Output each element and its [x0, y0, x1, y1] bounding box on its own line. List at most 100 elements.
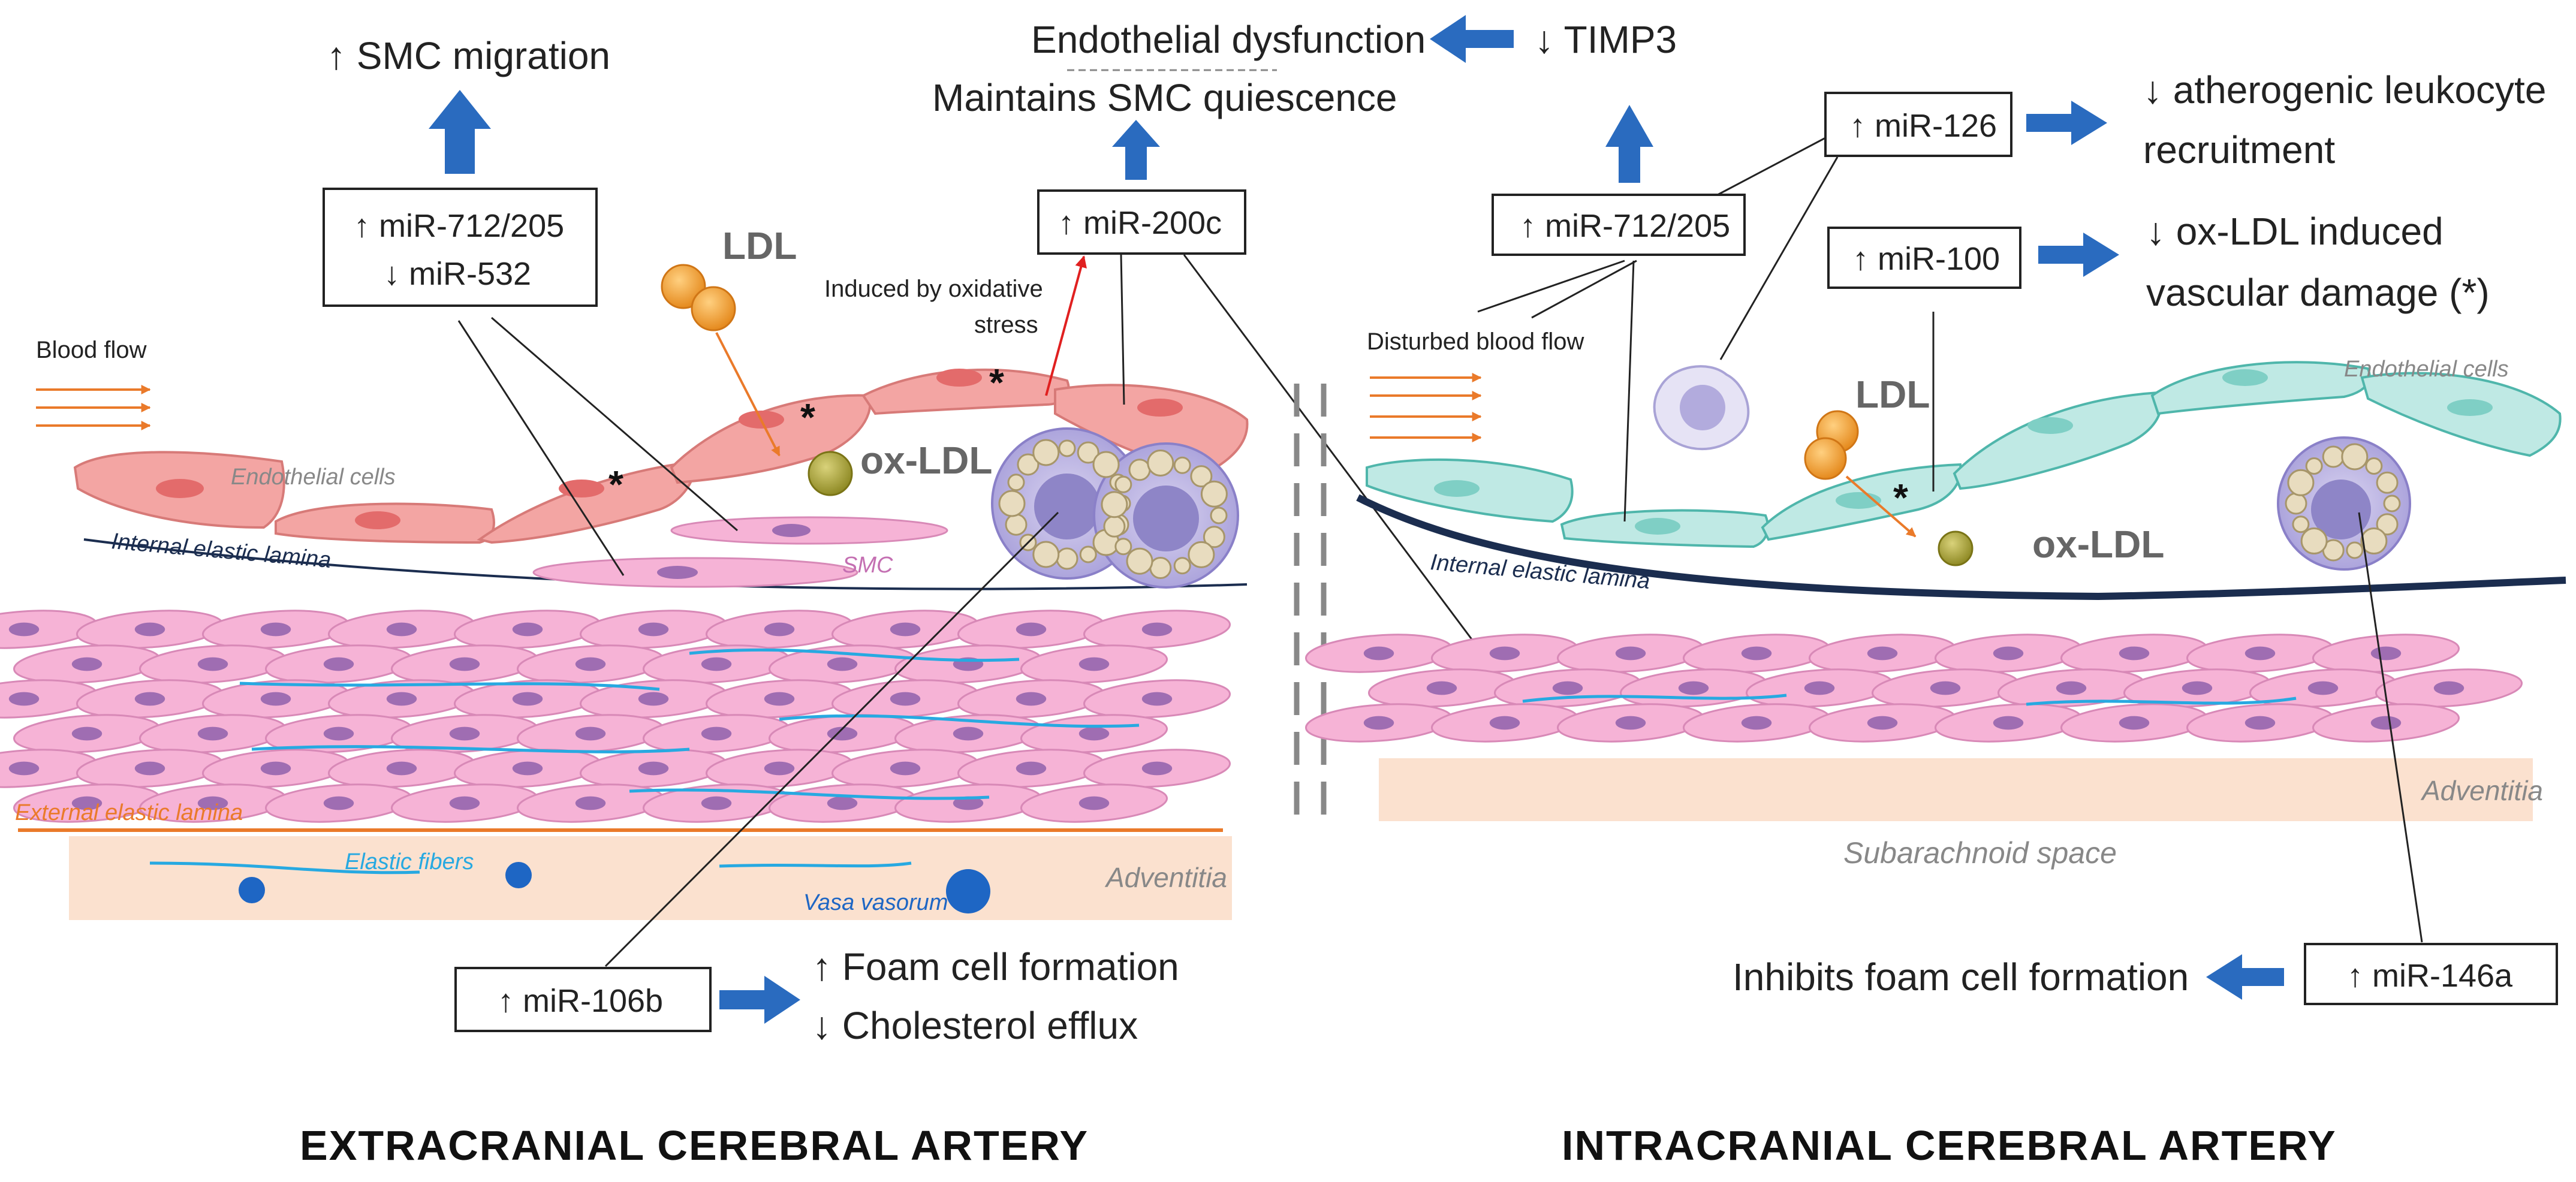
ldl-particles-left [661, 264, 736, 331]
foam-cell-right [2277, 436, 2411, 571]
smc-nucleus [2370, 716, 2402, 730]
foam-vacuole [1200, 480, 1228, 508]
smc-nucleus [71, 796, 103, 810]
smc-nucleus [512, 622, 543, 637]
smc-nucleus [197, 796, 228, 810]
smc-nucleus [575, 796, 606, 810]
foam-vacuole [1210, 506, 1228, 524]
smc-nucleus [1741, 716, 1772, 730]
foam-vacuole [1149, 557, 1172, 580]
leukocyte-recruitment-effect-1: ↓ atherogenic leukocyte [2143, 68, 2546, 111]
subarachnoid-space-label: Subarachnoid space [1843, 836, 2117, 870]
smc-nucleus [1078, 726, 1110, 741]
connector-712-disturbed-flow-2 [1531, 260, 1637, 319]
intimal-smc-cells [532, 516, 948, 588]
smc-nucleus [953, 726, 984, 741]
extracranial-title: EXTRACRANIAL CEREBRAL ARTERY [300, 1122, 1089, 1169]
foam-vacuole [1101, 491, 1128, 518]
external-elastic-lamina-label: External elastic lamina [15, 800, 243, 825]
ldl-label-right: LDL [1855, 373, 1930, 416]
up-arrow-timp3 [1605, 105, 1653, 183]
smc-nucleus [701, 796, 732, 810]
smc-nucleus [2244, 646, 2276, 661]
connector-712-to-intimal-smc-1 [457, 320, 625, 576]
connector-200c-to-endothelium [1120, 254, 1125, 405]
smc-nucleus [260, 622, 291, 637]
smc-nucleus [134, 622, 165, 637]
smc-nucleus [1552, 681, 1583, 695]
foam-vacuole [2360, 527, 2388, 555]
mir-126-box [1824, 92, 2012, 157]
ldl-label-left: LDL [722, 224, 797, 267]
smc-nucleus [890, 622, 921, 637]
foam-vacuole [2383, 494, 2401, 512]
smc-nucleus [512, 761, 543, 776]
internal-elastic-lamina-right [1356, 494, 2566, 601]
smc-nucleus [197, 726, 228, 741]
foam-vacuole [1128, 459, 1151, 481]
smc-nucleus [1930, 681, 1961, 695]
blood-flow-label: Blood flow [36, 337, 147, 363]
foam-vacuole [1007, 474, 1025, 492]
smc-nucleus [764, 622, 795, 637]
smc-nucleus [8, 622, 40, 637]
smc-nucleus [260, 692, 291, 706]
vasa-vasorum-dot-1 [239, 877, 265, 903]
smc-nucleus [1489, 646, 1520, 661]
foam-vacuole [2341, 443, 2369, 471]
foam-vacuole [2376, 471, 2399, 494]
smc-nucleus [575, 726, 606, 741]
smc-nucleus [8, 692, 40, 706]
asterisk-left-1: * [608, 463, 623, 506]
blood-flow-arrows-right [1370, 373, 1482, 442]
foam-vacuole [1005, 513, 1028, 536]
endothelial-dysfunction-effect: Endothelial dysfunction [1031, 18, 1426, 61]
adventitia-band-right [1379, 758, 2533, 821]
connector-712-to-endothelium-right [1623, 260, 1635, 522]
smc-nucleus [638, 761, 669, 776]
smc-nucleus [449, 796, 480, 810]
smc-nucleus [449, 726, 480, 741]
smc-nucleus [764, 692, 795, 706]
foam-vacuole [1173, 456, 1191, 474]
smc-nucleus [890, 761, 921, 776]
endothelial-cells-right [1366, 361, 2562, 548]
leukocyte-recruitment-effect-2: recruitment [2143, 128, 2335, 171]
mir-200c-label: ↑ miR-200c [1058, 205, 1222, 241]
smc-nucleus [827, 657, 858, 671]
foam-vacuole [998, 490, 1026, 517]
timp3-effect: ↓ TIMP3 [1535, 18, 1677, 61]
mir-146a-label: ↑ miR-146a [2347, 958, 2513, 994]
smc-nucleus [2307, 681, 2339, 695]
smc-nucleus [386, 622, 417, 637]
ox-ldl-particle-left [808, 451, 853, 496]
elastic-fibers-label: Elastic fibers [345, 849, 474, 875]
oxidative-stress-red-arrow [1045, 255, 1087, 396]
connector-712-to-mir126 [1717, 137, 1826, 196]
foam-vacuole [2322, 445, 2345, 468]
inhibits-foam-cell-effect: Inhibits foam cell formation [1733, 955, 2189, 999]
smc-nucleus [1867, 646, 1898, 661]
cholesterol-efflux-effect: ↓ Cholesterol efflux [812, 1004, 1138, 1047]
mir-100-label: ↑ miR-100 [1852, 241, 2000, 277]
smc-nucleus [1993, 716, 2024, 730]
foam-cell-formation-effect: ↑ Foam cell formation [812, 945, 1179, 988]
foam-vacuole [2346, 541, 2364, 559]
connector-146a-to-foam-cell [2358, 512, 2423, 943]
smc-nucleus [1016, 761, 1047, 776]
smc-nucleus [638, 692, 669, 706]
smc-nucleus [1078, 657, 1110, 671]
right-arrow-oxldl-damage [2038, 233, 2119, 277]
foam-vacuole [1079, 545, 1097, 563]
smc-nucleus [1678, 681, 1709, 695]
smc-nucleus [1016, 622, 1047, 637]
smc-nucleus [1078, 796, 1110, 810]
endothelial-cells-label-left: Endothelial cells [231, 465, 396, 490]
smc-nucleus [2370, 646, 2402, 661]
smc-nucleus [2119, 646, 2150, 661]
foam-vacuole [1032, 439, 1060, 466]
up-arrow-smc-quiescence [1112, 120, 1160, 180]
smc-nucleus [2244, 716, 2276, 730]
smc-nucleus [1615, 646, 1646, 661]
